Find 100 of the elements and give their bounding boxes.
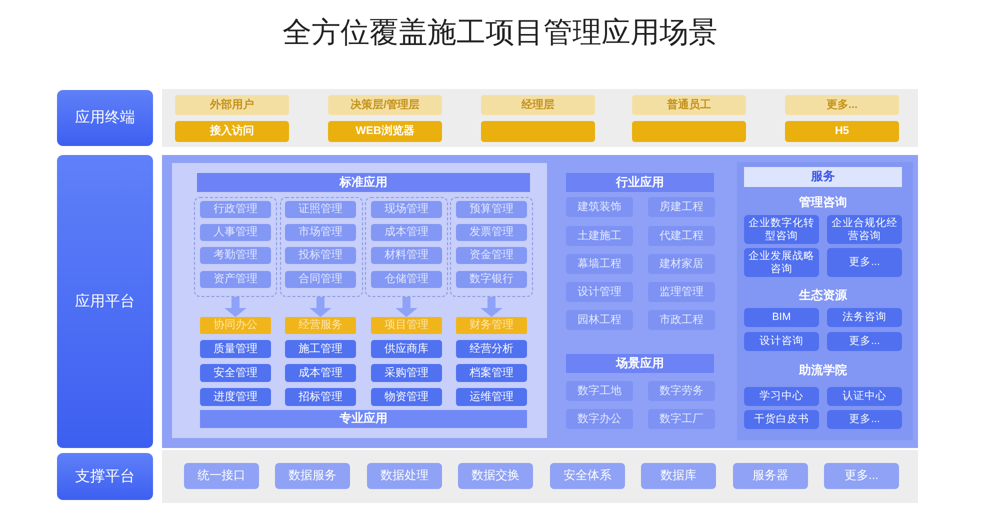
module-box: 房建工程 [648, 197, 715, 217]
module-box: 质量管理 [200, 340, 271, 358]
user-role-box: 决策层/管理层 [328, 95, 442, 115]
support-box: 安全体系 [550, 463, 625, 489]
service-box: 干货白皮书 [744, 410, 819, 429]
section-header: 场景应用 [566, 354, 714, 373]
support-box: 统一接口 [184, 463, 259, 489]
module-box: 代建工程 [648, 226, 715, 246]
module-box: 仓储管理 [371, 271, 442, 288]
support-box: 数据处理 [367, 463, 442, 489]
support-box: 服务器 [733, 463, 808, 489]
service-box: 企业合规化经营咨询 [827, 215, 902, 244]
down-arrow [310, 297, 332, 317]
module-box: 预算管理 [456, 201, 527, 218]
module-box: 经营分析 [456, 340, 527, 358]
module-box: 市政工程 [648, 310, 715, 330]
module-box: 数字劳务 [648, 381, 715, 401]
subsection-heading: 生态资源 [798, 288, 848, 302]
module-box: 证照管理 [285, 201, 356, 218]
module-box: 土建施工 [566, 226, 633, 246]
platform-panel [162, 155, 918, 448]
module-box: 合同管理 [285, 271, 356, 288]
service-box: 认证中心 [827, 387, 902, 406]
dashed-group-frame [365, 197, 448, 297]
module-box: 监理管理 [648, 282, 715, 302]
category-box: 协同办公 [200, 317, 271, 334]
module-box: 市场管理 [285, 224, 356, 241]
down-arrow [396, 297, 418, 317]
user-role-box: 经理层 [481, 95, 595, 115]
module-box: 成本管理 [371, 224, 442, 241]
subsection-heading: 管理咨询 [798, 195, 848, 209]
down-arrow [480, 297, 502, 317]
layer-label: 应用终端 [57, 90, 153, 146]
module-box: 投标管理 [285, 247, 356, 264]
dashed-group-frame [194, 197, 277, 297]
support-box: 数据库 [641, 463, 716, 489]
service-box: 更多... [827, 248, 902, 277]
down-arrow [224, 297, 246, 317]
dashed-group-frame [280, 197, 363, 297]
module-box: 进度管理 [200, 388, 271, 406]
section-header: 服务 [744, 167, 902, 187]
access-channel-box: WEB浏览器 [328, 121, 442, 142]
module-box: 考勤管理 [200, 247, 271, 264]
support-box: 数据交换 [458, 463, 533, 489]
module-box: 安全管理 [200, 364, 271, 382]
module-box: 数字办公 [566, 409, 633, 429]
access-channel-box [632, 121, 746, 142]
layer-label: 应用平台 [57, 155, 153, 448]
user-role-box: 普通员工 [632, 95, 746, 115]
module-box: 招标管理 [285, 388, 356, 406]
service-box: 学习中心 [744, 387, 819, 406]
user-role-box: 更多... [785, 95, 899, 115]
module-box: 材料管理 [371, 247, 442, 264]
module-box: 资金管理 [456, 247, 527, 264]
section-header: 行业应用 [566, 173, 714, 192]
module-box: 幕墙工程 [566, 254, 633, 274]
category-box: 财务管理 [456, 317, 527, 334]
category-box: 经营服务 [285, 317, 356, 334]
layer-panel [162, 450, 918, 503]
module-box: 施工管理 [285, 340, 356, 358]
service-box: 更多... [827, 332, 902, 351]
dashed-group-frame [450, 197, 533, 297]
category-box: 项目管理 [371, 317, 442, 334]
access-channel-box: 接入访问 [175, 121, 289, 142]
service-box: 设计咨询 [744, 332, 819, 351]
subsection-heading: 助流学院 [798, 363, 848, 377]
module-box: 数字银行 [456, 271, 527, 288]
service-box: 法务咨询 [827, 308, 902, 327]
support-box: 更多... [824, 463, 899, 489]
module-box: 现场管理 [371, 201, 442, 218]
module-box: 建材家居 [648, 254, 715, 274]
layer-panel [162, 89, 918, 147]
standard-apps-panel [172, 163, 547, 438]
module-box: 物资管理 [371, 388, 442, 406]
module-box: 资产管理 [200, 271, 271, 288]
section-header: 标准应用 [197, 173, 530, 192]
module-box: 数字工厂 [648, 409, 715, 429]
services-panel [737, 162, 913, 440]
section-header: 专业应用 [200, 410, 527, 428]
layer-label: 支撑平台 [57, 453, 153, 500]
module-box: 档案管理 [456, 364, 527, 382]
service-box: 更多... [827, 410, 902, 429]
service-box: 企业发展战略咨询 [744, 248, 819, 277]
module-box: 发票管理 [456, 224, 527, 241]
module-box: 数字工地 [566, 381, 633, 401]
module-box: 设计管理 [566, 282, 633, 302]
access-channel-box [481, 121, 595, 142]
module-box: 人事管理 [200, 224, 271, 241]
support-box: 数据服务 [275, 463, 350, 489]
module-box: 建筑装饰 [566, 197, 633, 217]
module-box: 行政管理 [200, 201, 271, 218]
module-box: 运维管理 [456, 388, 527, 406]
module-box: 采购管理 [371, 364, 442, 382]
module-box: 园林工程 [566, 310, 633, 330]
user-role-box: 外部用户 [175, 95, 289, 115]
service-box: BIM [744, 308, 819, 327]
module-box: 供应商库 [371, 340, 442, 358]
module-box: 成本管理 [285, 364, 356, 382]
title: 全方位覆盖施工项目管理应用场景 [282, 16, 718, 51]
access-channel-box: H5 [785, 121, 899, 142]
